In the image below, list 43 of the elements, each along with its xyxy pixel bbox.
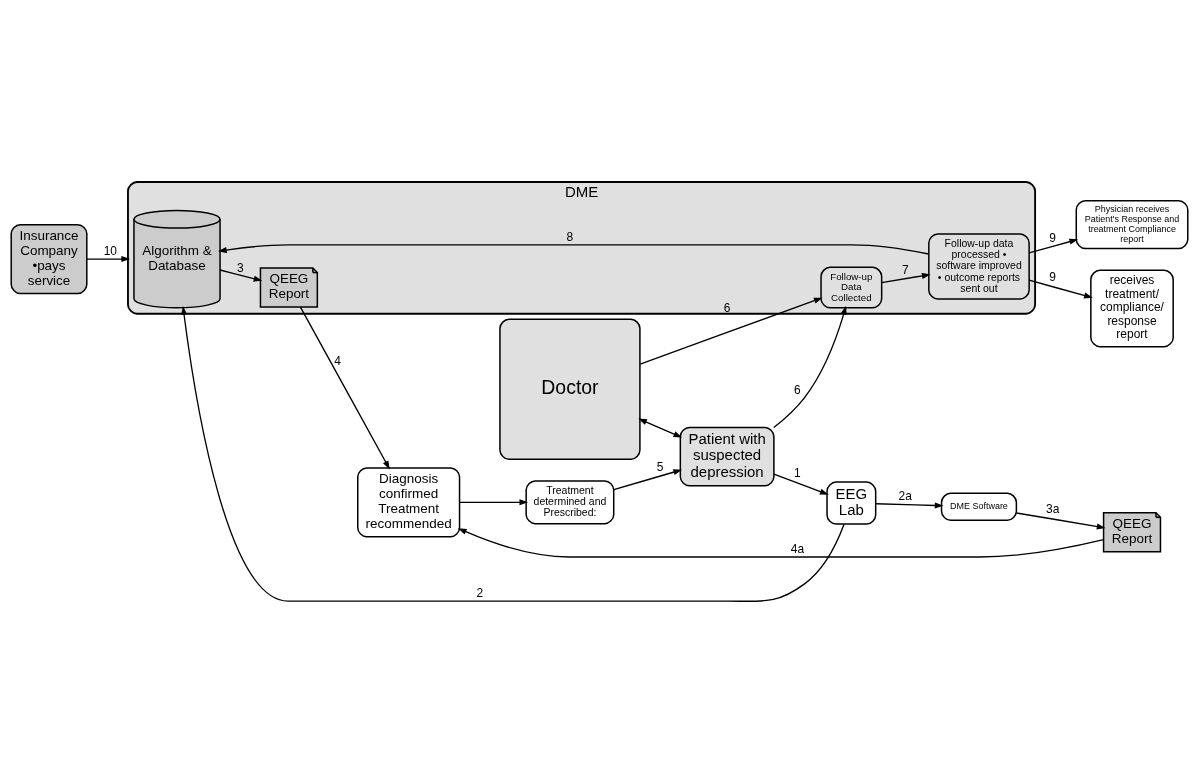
edge-label: 6 — [794, 382, 801, 397]
arrow — [639, 297, 823, 365]
node-box: Physician receives Patient's Response and treatment Compliance report — [1075, 199, 1189, 250]
arrow — [457, 528, 1105, 558]
edge-label: 5 — [656, 460, 664, 475]
edge-label: 3a — [1046, 502, 1060, 517]
edge-label: 1 — [794, 465, 801, 480]
edge-label: 4 — [334, 354, 341, 369]
arrow — [881, 272, 931, 284]
arrow — [218, 244, 930, 255]
arrow — [181, 306, 845, 603]
edge-label: 2 — [476, 586, 484, 601]
node-box: receives treatment/ compliance/ response report — [1090, 269, 1174, 348]
arrow — [773, 473, 829, 495]
arrow — [86, 256, 130, 263]
node-box: Doctor — [499, 318, 641, 461]
arrow — [1028, 238, 1079, 254]
node-box: Follow-up Data Collected — [820, 266, 883, 309]
arrow — [613, 469, 683, 491]
node-box: Follow-up data processed • software improved • outcome reports sent out — [928, 233, 1030, 300]
arrow — [299, 306, 390, 470]
arrow — [1015, 512, 1106, 530]
node-box: Patient with suspected depression — [679, 426, 775, 487]
node-box: Treatment determined and Prescribed: — [525, 480, 615, 525]
edge-label: 10 — [103, 244, 118, 259]
arrow — [638, 418, 683, 438]
edge-label: 8 — [566, 229, 574, 244]
arrow — [1028, 279, 1093, 299]
arrow — [773, 305, 847, 429]
edge-label: 3 — [236, 260, 244, 275]
arrow — [219, 269, 263, 282]
node-box: EEG Lab — [826, 481, 877, 525]
edge-label: 9 — [1049, 270, 1057, 285]
edge-label: 4a — [790, 542, 805, 557]
arrow — [875, 502, 944, 509]
node-box: Diagnosis confirmed Treatment recommended — [357, 467, 461, 538]
node-box: DME Software — [940, 492, 1018, 522]
arrow — [459, 499, 529, 506]
edge-label: 6 — [723, 301, 731, 316]
edge-label: 2a — [898, 488, 912, 503]
edge-label: 9 — [1049, 230, 1057, 245]
node-box: Insurance Company •pays service — [10, 223, 88, 295]
edge-label: 7 — [901, 262, 909, 277]
